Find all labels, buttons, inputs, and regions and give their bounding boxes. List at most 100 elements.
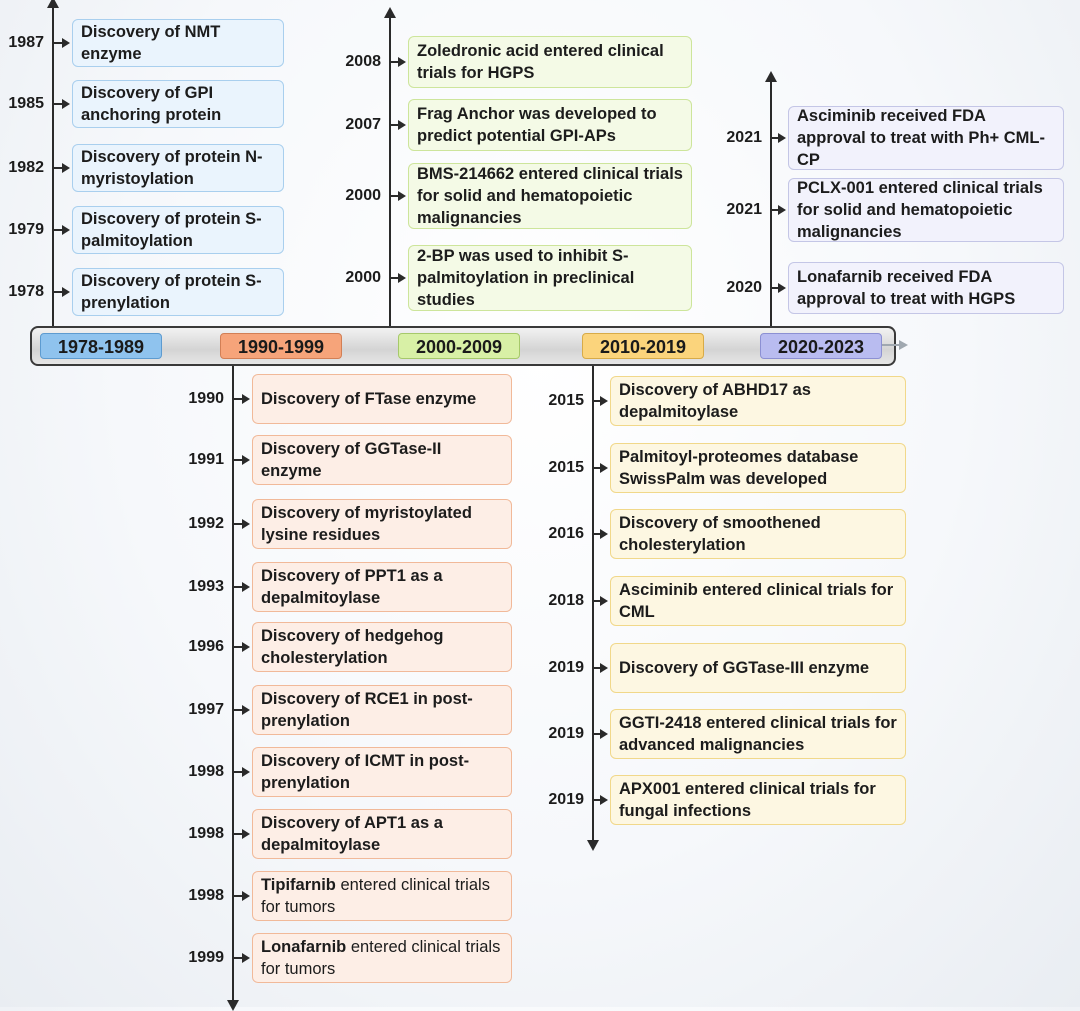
period-1978-1989: 1978-1989: [40, 333, 162, 359]
era_1978_1989-axis: [47, 0, 59, 326]
connector-arrow-icon: [54, 287, 70, 297]
connector-arrow-icon: [391, 273, 406, 283]
connector-arrow-icon: [234, 642, 250, 652]
event-text: Discovery of protein S-prenylation: [81, 272, 262, 312]
event-text: Discovery of myristoylated lysine residu…: [261, 504, 472, 544]
event-year: 1998: [188, 763, 224, 780]
event-box: Discovery of protein S-palmitoylation: [72, 206, 284, 254]
event-text: Discovery of FTase enzyme: [261, 390, 477, 408]
connector-arrow-icon: [234, 829, 250, 839]
event-year: 2016: [548, 525, 584, 542]
connector-arrow-icon: [594, 396, 608, 406]
event-box: Discovery of FTase enzyme: [252, 374, 512, 424]
connector-arrow-icon: [234, 767, 250, 777]
connector-arrow-icon: [772, 283, 786, 293]
event-box: Discovery of ICMT in post-prenylation: [252, 747, 512, 797]
event-box: Discovery of protein S-prenylation: [72, 268, 284, 316]
event-year: 1998: [188, 887, 224, 904]
event-text: Discovery of ICMT in post-prenylation: [261, 752, 470, 792]
event-text: Zoledronic acid entered clinical trials …: [417, 42, 664, 82]
event-year: 2019: [548, 659, 584, 676]
event-year: 1978: [8, 283, 44, 300]
connector-arrow-icon: [234, 582, 250, 592]
event-box: Asciminib entered clinical trials for CM…: [610, 576, 906, 626]
connector-arrow-icon: [594, 596, 608, 606]
event-year: 2000: [345, 187, 381, 204]
event-box: Palmitoyl-proteomes database SwissPalm w…: [610, 443, 906, 493]
event-text: Discovery of protein N-myristoylation: [81, 148, 263, 188]
event-box: GGTI-2418 entered clinical trials for ad…: [610, 709, 906, 759]
event-box: Lonafarnib received FDA approval to trea…: [788, 262, 1064, 314]
event-box: Discovery of NMT enzyme: [72, 19, 284, 67]
event-box: Discovery of protein N-myristoylation: [72, 144, 284, 192]
connector-arrow-icon: [594, 529, 608, 539]
event-text: Discovery of APT1 as a depalmitoylase: [261, 814, 443, 854]
connector-arrow-icon: [594, 463, 608, 473]
event-text: Discovery of GGTase-II enzyme: [261, 440, 442, 480]
event-description: entered clinical trials for tumors: [261, 876, 490, 916]
event-box: Discovery of RCE1 in post-prenylation: [252, 685, 512, 735]
event-text: Discovery of hedgehog cholesterylation: [261, 627, 444, 667]
event-text: Discovery of RCE1 in post-prenylation: [261, 690, 473, 730]
event-box: Discovery of PPT1 as a depalmitoylase: [252, 562, 512, 612]
drug-name: Tipifarnib: [261, 876, 336, 894]
event-box: APX001 entered clinical trials for funga…: [610, 775, 906, 825]
period-2010-2019: 2010-2019: [582, 333, 704, 359]
event-box: Asciminib received FDA approval to treat…: [788, 106, 1064, 170]
event-text: 2-BP was used to inhibit S-palmitoylatio…: [417, 247, 635, 309]
connector-arrow-icon: [54, 99, 70, 109]
event-box: Lonafarnib entered clinical trials for t…: [252, 933, 512, 983]
connector-arrow-icon: [391, 191, 406, 201]
event-year: 2007: [345, 116, 381, 133]
event-year: 1999: [188, 949, 224, 966]
event-year: 1993: [188, 578, 224, 595]
event-year: 2008: [345, 53, 381, 70]
event-year: 1997: [188, 701, 224, 718]
event-year: 2021: [726, 201, 762, 218]
event-year: 2019: [548, 791, 584, 808]
event-year: 1998: [188, 825, 224, 842]
event-year: 1990: [188, 390, 224, 407]
era_2010_2019-axis: [587, 366, 599, 851]
event-text: GGTI-2418 entered clinical trials for ad…: [619, 714, 897, 754]
connector-arrow-icon: [772, 205, 786, 215]
event-year: 2015: [548, 392, 584, 409]
event-description: entered clinical trials for tumors: [261, 938, 501, 978]
period-1990-1999: 1990-1999: [220, 333, 342, 359]
event-text: Lonafarnib received FDA approval to trea…: [797, 268, 1016, 308]
era_2000_2009-axis: [384, 7, 396, 326]
event-box: Discovery of GPI anchoring protein: [72, 80, 284, 128]
event-box: Discovery of hedgehog cholesterylation: [252, 622, 512, 672]
event-year: 2018: [548, 592, 584, 609]
event-box: Discovery of APT1 as a depalmitoylase: [252, 809, 512, 859]
event-year: 2020: [726, 279, 762, 296]
event-text: Discovery of ABHD17 as depalmitoylase: [619, 381, 811, 421]
connector-arrow-icon: [391, 120, 406, 130]
event-year: 1985: [8, 95, 44, 112]
connector-arrow-icon: [594, 795, 608, 805]
event-box: PCLX-001 entered clinical trials for sol…: [788, 178, 1064, 242]
event-box: Zoledronic acid entered clinical trials …: [408, 36, 692, 88]
connector-arrow-icon: [234, 394, 250, 404]
era_1990_1999-axis: [227, 366, 239, 1011]
event-text: Discovery of GGTase-III enzyme: [619, 659, 870, 677]
connector-arrow-icon: [234, 519, 250, 529]
event-box: Discovery of myristoylated lysine residu…: [252, 499, 512, 549]
event-box: Tipifarnib entered clinical trials for t…: [252, 871, 512, 921]
event-year: 2021: [726, 129, 762, 146]
connector-arrow-icon: [234, 455, 250, 465]
connector-arrow-icon: [234, 705, 250, 715]
event-box: Frag Anchor was developed to predict pot…: [408, 99, 692, 151]
event-text: Palmitoyl-proteomes database SwissPalm w…: [619, 448, 859, 488]
event-year: 2015: [548, 459, 584, 476]
connector-arrow-icon: [594, 729, 608, 739]
event-box: Discovery of GGTase-II enzyme: [252, 435, 512, 485]
event-box: 2-BP was used to inhibit S-palmitoylatio…: [408, 245, 692, 311]
event-text: Asciminib received FDA approval to treat…: [797, 107, 1045, 169]
era_2020_2023-axis: [765, 71, 777, 326]
event-text: PCLX-001 entered clinical trials for sol…: [797, 179, 1043, 241]
event-box: Discovery of smoothened cholesterylation: [610, 509, 906, 559]
event-text: Discovery of protein S-palmitoylation: [81, 210, 262, 250]
event-box: BMS-214662 entered clinical trials for s…: [408, 163, 692, 229]
